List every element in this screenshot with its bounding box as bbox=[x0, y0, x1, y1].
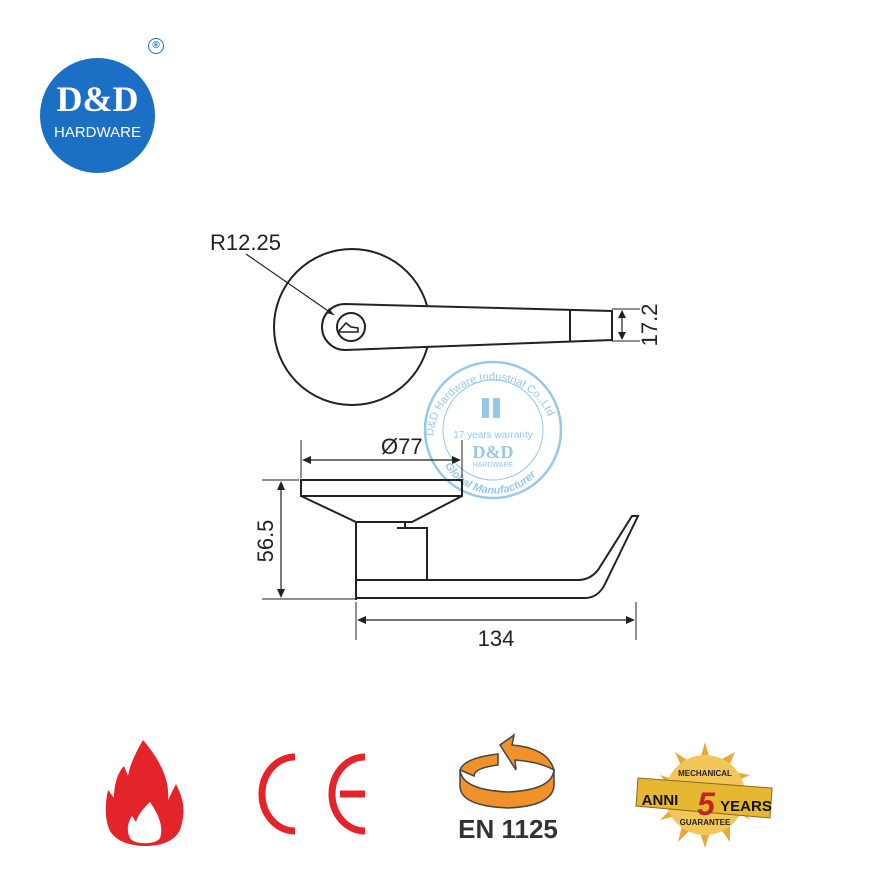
watermark-ring-top: D&D Hardware Industrial Co.,Ltd bbox=[424, 371, 556, 437]
ce-mark-icon bbox=[258, 753, 366, 835]
sunburst-badge-icon: MECHANICAL ANNI 5 YEARS GUARANTEE bbox=[635, 742, 773, 848]
lever-width-label: 17.2 bbox=[637, 304, 662, 347]
rotation-arrow-icon bbox=[459, 733, 556, 809]
side-view bbox=[262, 440, 640, 640]
length-label: 134 bbox=[478, 626, 515, 651]
top-view bbox=[245, 248, 640, 406]
badge-left-text: ANNI bbox=[642, 792, 679, 809]
radius-label: R12.25 bbox=[210, 230, 281, 255]
badge-number: 5 bbox=[697, 786, 716, 822]
watermark-subtitle: HARDWARE bbox=[473, 462, 514, 469]
diameter-label: Ø77 bbox=[381, 434, 423, 459]
registered-mark-icon: ® bbox=[148, 38, 164, 54]
badge-bottom-text: GUARANTEE bbox=[680, 818, 731, 827]
watermark-warranty: 17 years warranty bbox=[453, 430, 532, 441]
watermark-brand: D&D bbox=[473, 442, 514, 462]
en-standard-label: EN 1125 bbox=[458, 814, 558, 844]
flame-icon bbox=[105, 740, 184, 846]
brand-logo: D&D HARDWARE bbox=[40, 58, 155, 173]
badge-top-text: MECHANICAL bbox=[678, 769, 732, 778]
watermark-stamp: D&D Hardware Industrial Co.,Ltd Global M… bbox=[423, 360, 563, 500]
height-label: 56.5 bbox=[253, 520, 278, 563]
badge-right-text: YEARS bbox=[720, 798, 772, 815]
logo-brand-text: D&D bbox=[56, 79, 139, 119]
logo-subtitle: HARDWARE bbox=[54, 124, 141, 141]
